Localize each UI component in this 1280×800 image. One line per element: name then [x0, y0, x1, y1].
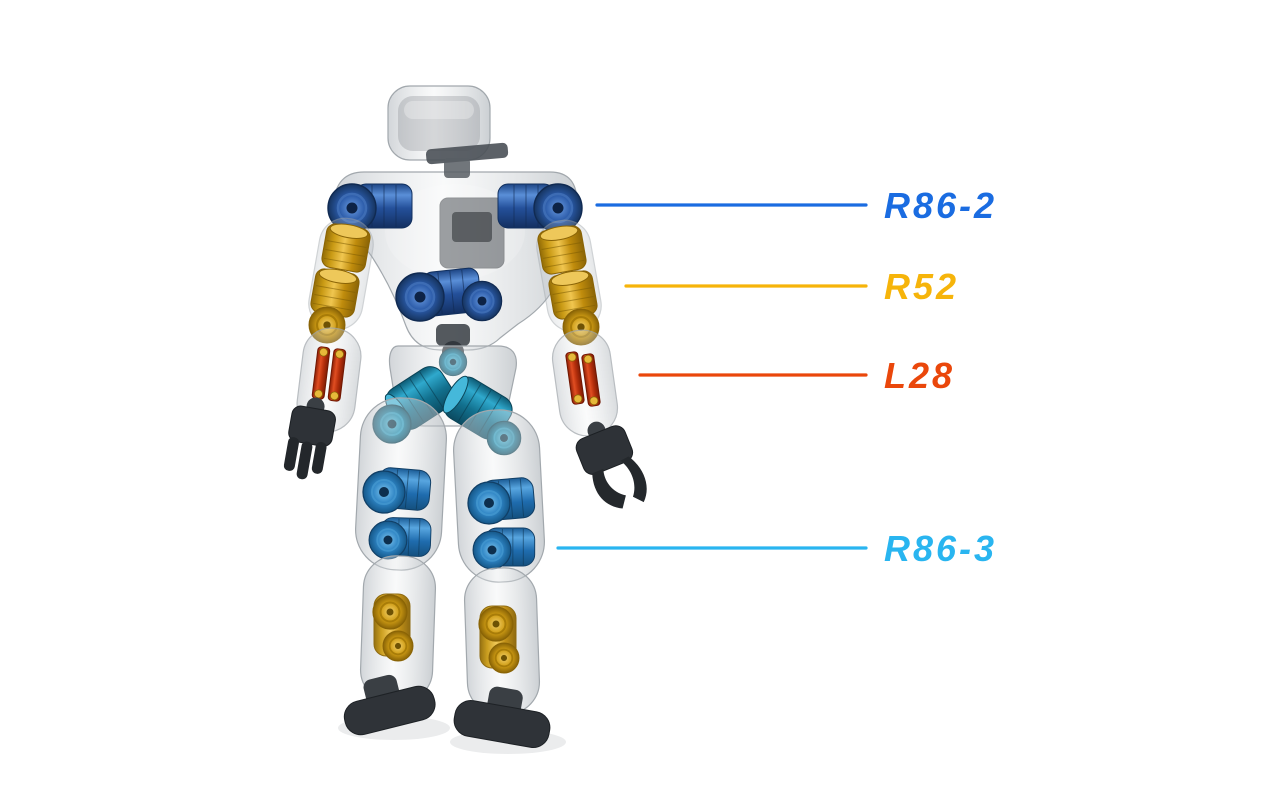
right-hand-gripper — [575, 421, 647, 509]
robot-left-leg — [343, 397, 448, 736]
torso-disc-left — [394, 271, 446, 323]
robot-illustration — [283, 85, 647, 754]
robot-chest-panel — [439, 197, 505, 269]
right-ankle-disc-upper — [478, 606, 514, 642]
left-knee-disc — [368, 520, 408, 560]
robot-right-leg — [452, 409, 551, 749]
callout-r86-3: R86-3 — [556, 528, 997, 569]
callout-label-r86-3: R86-3 — [884, 528, 997, 569]
callout-label-l28: L28 — [884, 355, 955, 396]
callout-r52: R52 — [624, 266, 959, 307]
torso-disc-right — [461, 280, 503, 322]
robot-right-arm — [535, 219, 647, 509]
robot-left-arm — [283, 217, 374, 480]
left-thigh-disc — [362, 470, 406, 514]
left-ankle-disc-lower — [382, 630, 414, 662]
callout-label-r52: R52 — [884, 266, 959, 307]
left-upper-arm-actuator — [320, 220, 373, 274]
right-foot — [453, 686, 551, 749]
right-knee-disc — [472, 530, 512, 570]
right-ankle-disc-lower — [488, 642, 520, 674]
robot-head — [387, 85, 509, 178]
left-hand — [283, 397, 336, 480]
right-upper-arm-actuator — [535, 222, 588, 276]
callout-l28: L28 — [638, 355, 955, 396]
right-thigh-disc — [467, 481, 511, 525]
left-ankle-disc-upper — [372, 594, 408, 630]
callout-r86-2: R86-2 — [595, 185, 997, 226]
left-foot — [343, 674, 436, 736]
callout-label-r86-2: R86-2 — [884, 185, 997, 226]
